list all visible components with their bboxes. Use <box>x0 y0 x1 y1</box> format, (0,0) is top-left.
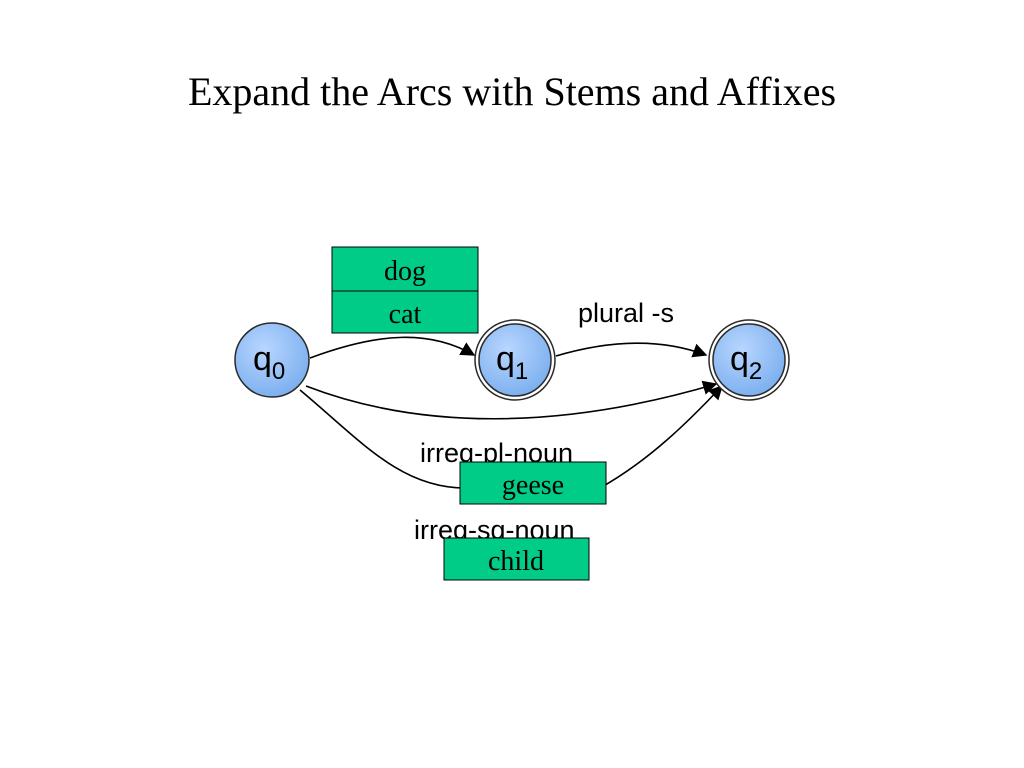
state-q2-letter: q <box>730 340 749 378</box>
stem-cat: cat <box>389 299 422 330</box>
svg-text:q2: q2 <box>730 340 762 385</box>
slide-title: Expand the Arcs with Stems and Affixes <box>187 69 837 114</box>
state-q2-subscript: 2 <box>749 358 762 385</box>
state-q0-subscript: 0 <box>272 358 285 385</box>
svg-text:q0: q0 <box>253 340 285 385</box>
state-q0: q0 <box>234 322 310 398</box>
state-q1-subscript: 1 <box>515 358 528 385</box>
stem-geese: geese <box>502 470 564 501</box>
stem-box-irreg-sg-noun: child <box>443 537 590 581</box>
stem-box-irreg-pl-noun: geese <box>459 461 607 505</box>
svg-text:q1: q1 <box>496 340 528 385</box>
arc-label-plural-s: plural -s <box>578 298 674 328</box>
arc-q1-q2 <box>555 342 708 358</box>
state-q1-letter: q <box>496 340 515 378</box>
state-q0-letter: q <box>253 340 272 378</box>
stem-box-reg-noun: dog cat <box>331 246 479 334</box>
arc-q0-q1 <box>309 336 476 359</box>
stem-dog: dog <box>384 256 426 287</box>
state-q1: q1 <box>474 319 556 401</box>
state-q2: q2 <box>708 319 790 401</box>
stem-child: child <box>488 546 544 577</box>
arc-q0-q2-upper <box>305 380 718 420</box>
